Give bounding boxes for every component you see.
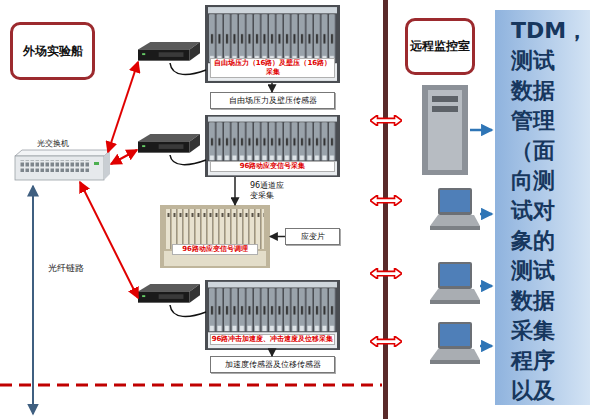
cable — [170, 155, 206, 165]
connector — [271, 350, 273, 356]
switch-side — [104, 150, 110, 180]
sensor-box: 加速度传感器及位移传感器 — [210, 356, 335, 373]
rack-server — [138, 134, 200, 153]
node-text: 应变片 — [301, 232, 325, 242]
node-text: 远程监控室 — [410, 39, 470, 54]
data-arrow — [480, 285, 492, 288]
laptop — [430, 262, 480, 304]
node-text: 96路动应变信号调理 — [172, 244, 258, 255]
node-text: 加速度传感器及位移传感器 — [225, 360, 321, 370]
signal-conditioner — [160, 205, 270, 268]
link-symbol — [370, 268, 402, 279]
link-symbol — [370, 115, 402, 126]
laptop — [430, 322, 480, 364]
connector — [234, 177, 236, 205]
node-text: TDM，测试数据管理（面向测试对象的测试数据采集程序以及 — [511, 16, 561, 406]
cable — [170, 63, 206, 74]
node-text: 自由场压力及壁压传感器 — [229, 96, 317, 106]
data-arrow — [480, 345, 492, 348]
rack-server — [138, 42, 200, 61]
data-arrow — [480, 213, 492, 216]
laptop — [430, 188, 480, 230]
node-text: 96路动应变信号采集 — [210, 161, 335, 172]
pxi-chassis — [205, 280, 340, 350]
switch-ports — [20, 160, 90, 172]
switch-top — [15, 150, 110, 156]
network-link — [108, 62, 138, 152]
link-symbol — [370, 195, 402, 206]
switch-led — [94, 162, 99, 165]
node-text: 自由场压力（16路）及壁压（16路）采集 — [210, 58, 335, 78]
backbone-line — [383, 0, 388, 419]
link-symbol — [370, 336, 402, 347]
free-label: 光纤链路 — [48, 262, 84, 275]
network-link — [111, 150, 137, 164]
sensor-box: 自由场压力及壁压传感器 — [210, 92, 335, 109]
tower-bay — [432, 106, 458, 112]
rack-server — [138, 284, 200, 303]
tdm-panel: TDM，测试数据管理（面向测试对象的测试数据采集程序以及 — [495, 10, 590, 405]
sensor-box: 应变片 — [285, 228, 340, 245]
location-box: 外场实验船 — [10, 22, 95, 80]
tower-bay — [432, 96, 458, 102]
connector — [271, 83, 273, 92]
pxi-chassis — [205, 115, 340, 177]
data-arrow — [470, 129, 492, 132]
fiber-link — [32, 186, 34, 414]
pxi-chassis-box: 自由场压力（16路）及壁压（16路）采集 — [205, 5, 340, 83]
node-text: 外场实验船 — [23, 44, 83, 59]
location-box: 远程监控室 — [405, 18, 475, 75]
switch-body — [15, 156, 104, 180]
pxi-chassis-box: 96路冲击加速度、冲击速度及位移采集 — [205, 280, 340, 350]
tower-front — [428, 90, 462, 170]
tower-server — [422, 85, 468, 175]
boundary-line — [0, 384, 382, 387]
conditioner-box: 96路动应变信号调理 — [160, 205, 270, 268]
cable — [170, 305, 206, 316]
node-text: 96路冲击加速度、冲击速度及位移采集 — [210, 334, 335, 345]
node-text: 光交换机 — [37, 138, 69, 149]
connector — [270, 236, 285, 238]
optical-switch: 光交换机 — [15, 138, 110, 183]
pxi-chassis-box: 96路动应变信号采集 — [205, 115, 340, 177]
edge-label: 96通道应变采集 — [250, 181, 288, 201]
pxi-chassis — [205, 5, 340, 83]
network-link — [80, 182, 138, 298]
